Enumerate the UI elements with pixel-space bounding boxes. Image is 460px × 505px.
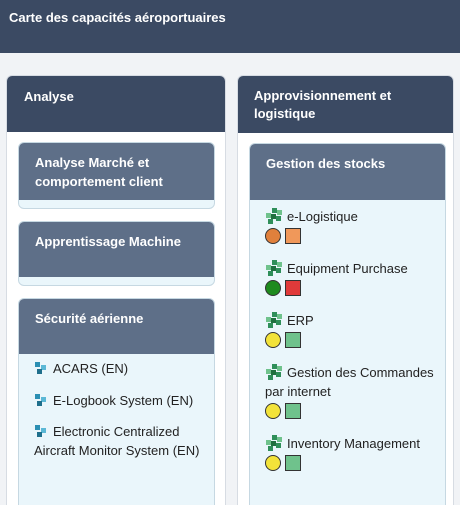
grid-icon [266,312,282,328]
column-procurement: Approvisionnement et logistique Gestion … [237,75,454,505]
list-item-online-orders[interactable]: Gestion des Commandes par internet [265,363,439,421]
app-icon [35,425,46,437]
status-markers [265,403,439,421]
card-title-machine-learning: Apprentissage Machine [19,222,214,277]
list-item-e-logbook[interactable]: E-Logbook System (EN) [34,392,208,411]
list-item-ecam[interactable]: Electronic Centralized Aircraft Monitor … [34,423,208,460]
status-markers [265,332,439,350]
column-analyse: Analyse Analyse Marché et comportement c… [6,75,226,505]
list-item-label: ACARS (EN) [53,361,129,376]
status-circle [265,332,281,348]
list-item-label: E-Logbook System (EN) [53,392,194,408]
list-item-label: Electronic Centralized Aircraft Monitor … [34,424,200,458]
card-title-market-analysis: Analyse Marché et comportement client [19,143,214,200]
status-markers [265,280,439,298]
status-circle [265,403,281,419]
air-safety-list: ACARS (EN) E-Logbook System (EN) Electro… [19,354,214,460]
list-item-equipment-purchase[interactable]: Equipment Purchase [265,259,439,298]
list-item-inventory-management[interactable]: Inventory Management [265,434,439,473]
page-title: Carte des capacités aéroportuaires [9,10,226,25]
page-header: Carte des capacités aéroportuaires [0,0,460,53]
list-item-label: Equipment Purchase [287,261,408,276]
status-markers [265,228,439,246]
grid-icon [266,260,282,276]
card-stock-management: Gestion des stocks e-Logistique [249,143,446,505]
status-square [285,403,301,419]
list-item-label: Gestion des Commandes par internet [265,365,434,399]
status-square [285,332,301,348]
list-item-erp[interactable]: ERP [265,311,439,350]
status-circle [265,228,281,244]
status-markers [265,455,439,473]
stock-list: e-Logistique Equipment Purchase [250,200,445,473]
card-market-analysis[interactable]: Analyse Marché et comportement client [18,142,215,209]
list-item-acars[interactable]: ACARS (EN) [34,360,208,379]
column-title-analyse: Analyse [7,76,225,132]
grid-icon [266,208,282,224]
card-air-safety: Sécurité aérienne ACARS (EN) E-Logbook S… [18,298,215,505]
list-item-label: Inventory Management [287,436,420,451]
status-square [285,455,301,471]
card-machine-learning[interactable]: Apprentissage Machine [18,221,215,286]
card-title-stock-management: Gestion des stocks [250,144,445,200]
list-item-label: e-Logistique [287,209,358,224]
app-icon [35,393,46,406]
status-circle [265,280,281,296]
list-item-label: ERP [287,313,314,328]
status-square [285,280,301,296]
app-icon [35,362,46,374]
card-title-air-safety: Sécurité aérienne [19,299,214,354]
column-title-procurement: Approvisionnement et logistique [238,76,453,133]
grid-icon [266,364,282,380]
list-item-e-logistique[interactable]: e-Logistique [265,207,439,246]
status-circle [265,455,281,471]
grid-icon [266,435,282,451]
status-square [285,228,301,244]
